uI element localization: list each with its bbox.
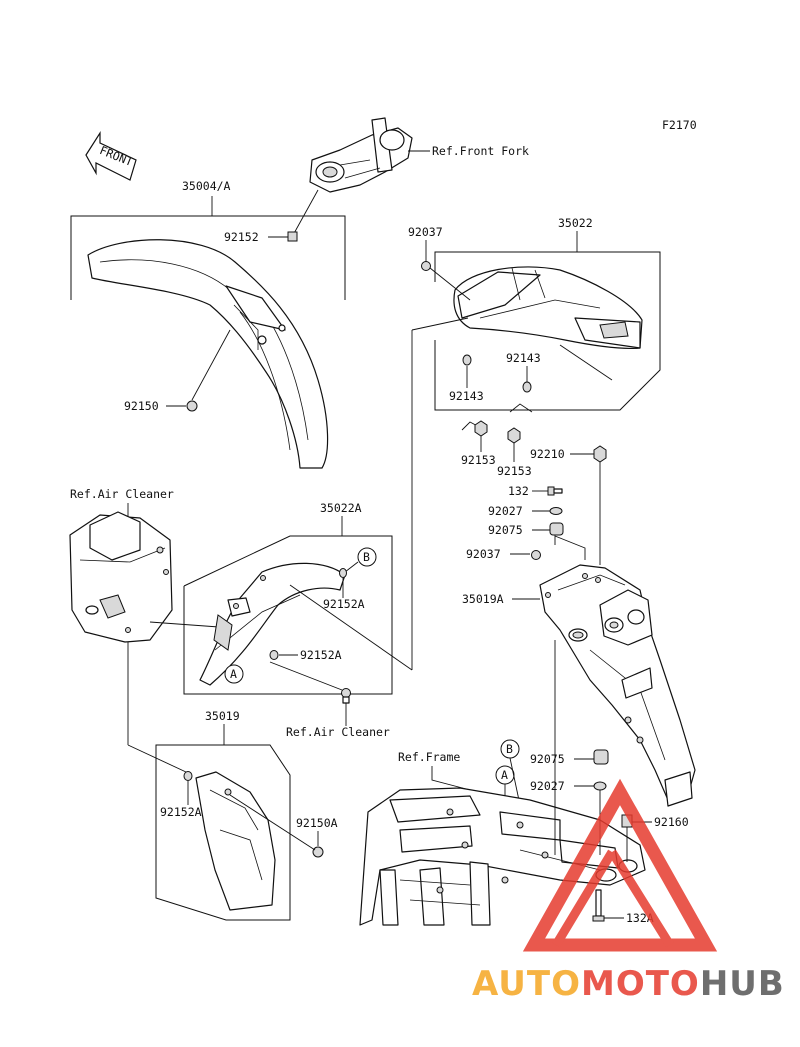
label-92152a-m: 92152A [300, 648, 342, 662]
label-92153-l: 92153 [461, 453, 496, 467]
label-92152a-r: 92152A [323, 597, 365, 611]
mud-guard [195, 771, 276, 911]
watermark-auto: AUTO [472, 964, 581, 1004]
callout-b-upper [357, 547, 377, 567]
label-92152-top: 92152 [224, 230, 259, 244]
callout-a-upper [224, 664, 244, 684]
damper-92075-bot [593, 749, 609, 765]
inner-fender [199, 562, 346, 686]
callout-a-lower-text: A [501, 768, 508, 782]
label-92027-top: 92027 [488, 504, 523, 518]
collar-92027-top [549, 507, 563, 515]
label-132: 132 [508, 484, 529, 498]
bolt-ref-air-cleaner [341, 688, 351, 704]
rear-subframe [539, 564, 696, 807]
label-35019a: 35019A [462, 592, 504, 606]
damper-92075-top [549, 522, 564, 536]
bolt-132a [592, 889, 605, 922]
label-92152a-l: 92152A [160, 805, 202, 819]
grommet-92143-r [522, 381, 532, 393]
callout-b-lower-text: B [506, 742, 513, 756]
label-35004a: 35004/A [182, 179, 231, 193]
collar-92027-bot [593, 781, 607, 791]
nut-92153-r [507, 427, 521, 444]
washer-92152 [287, 231, 298, 242]
bolt-92037-mid [531, 550, 541, 560]
label-35022a: 35022A [320, 501, 362, 515]
grommet-92143-l [462, 354, 472, 366]
callout-a-upper-text: A [230, 667, 237, 681]
callout-b-upper-text: B [363, 550, 370, 564]
label-ref-frame: Ref.Frame [398, 750, 460, 764]
figure-code: F2170 [662, 118, 697, 132]
grommet-92152a-r [339, 568, 347, 578]
front-fork-clamp [309, 117, 413, 193]
front-arrow-icon: FRONT [85, 130, 137, 181]
label-92143-l: 92143 [449, 389, 484, 403]
nut-92153-l [474, 420, 488, 437]
label-35019: 35019 [205, 709, 240, 723]
label-ref-front-fork: Ref.Front Fork [432, 144, 529, 158]
label-92160: 92160 [654, 815, 689, 829]
automotohub-watermark: AUTOMOTOHUB [472, 778, 785, 1004]
rear-fender [453, 266, 643, 350]
main-frame [359, 787, 646, 926]
bolt-92037-top [421, 261, 431, 271]
label-92143-r: 92143 [506, 351, 541, 365]
front-fender [87, 239, 329, 469]
grommet-92152a-m [269, 650, 279, 660]
label-92037-top: 92037 [408, 225, 443, 239]
svg-text:AUTOMOTOHUB: AUTOMOTOHUB [472, 964, 785, 1004]
label-ref-air-cleaner-top: Ref.Air Cleaner [70, 487, 174, 501]
label-92027-bot: 92027 [530, 779, 565, 793]
watermark-moto: MOTO [581, 964, 700, 1004]
label-35022: 35022 [558, 216, 593, 230]
watermark-hub: HUB [700, 964, 785, 1004]
grommet-92152a-l [183, 771, 193, 781]
label-ref-air-cleaner-bot: Ref.Air Cleaner [286, 725, 390, 739]
label-92075-bot: 92075 [530, 752, 565, 766]
label-92150: 92150 [124, 399, 159, 413]
bolt-92150a [312, 846, 324, 858]
label-92037-mid: 92037 [466, 547, 501, 561]
label-92210: 92210 [530, 447, 565, 461]
label-92153-r: 92153 [497, 464, 532, 478]
air-cleaner-box [69, 511, 173, 643]
bolt-132 [547, 486, 563, 496]
nut-92210 [593, 445, 607, 463]
label-92075-top: 92075 [488, 523, 523, 537]
label-92150a: 92150A [296, 816, 338, 830]
bolt-92150 [186, 400, 198, 412]
